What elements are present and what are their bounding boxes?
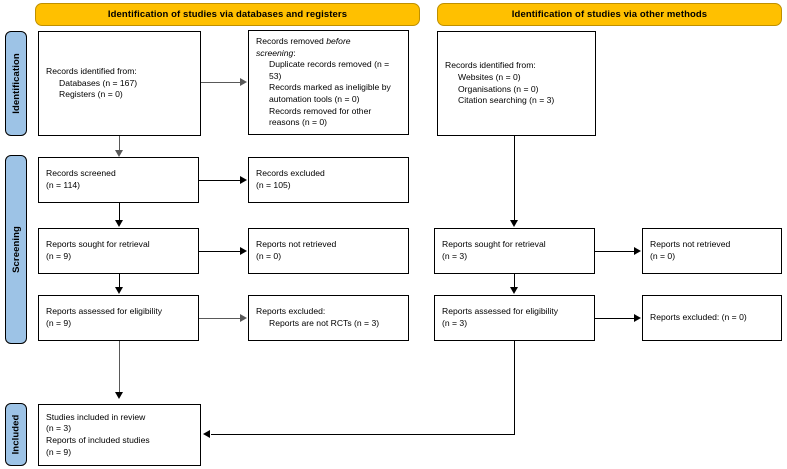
records-identified-citation: Citation searching (n = 3) [458,95,555,106]
connector-assessed-to-excluded-left [199,318,241,320]
reports-not-retrieved-left-label: Reports not retrieved [256,239,337,250]
box-reports-sought-right: Reports sought for retrieval (n = 3) [434,228,595,274]
box-records-screened: Records screened (n = 114) [38,157,199,203]
box-reports-assessed-right: Reports assessed for eligibility (n = 3) [434,295,595,341]
stage-tab-identification-label: Identification [10,53,22,114]
arrow-right-to-included [203,430,210,438]
records-identified-other-line1: Records identified from: [445,60,536,71]
reports-sought-right-label: Reports sought for retrieval [442,239,546,250]
stage-tab-identification: Identification [5,31,27,136]
connector-assessed-to-excluded-right [595,318,635,320]
studies-included-label: Studies included in review [46,411,146,422]
box-reports-not-retrieved-right: Reports not retrieved (n = 0) [642,228,782,274]
reports-not-retrieved-left-count: (n = 0) [256,251,282,261]
records-screened-count: (n = 114) [46,180,80,190]
reports-sought-left-label: Reports sought for retrieval [46,239,150,250]
stage-tab-included-label: Included [10,414,22,455]
reports-assessed-left-label: Reports assessed for eligibility [46,306,163,317]
records-removed-before-italic: before [326,36,351,46]
banner-other-methods-label: Identification of studies via other meth… [511,9,708,20]
reports-sought-right-count: (n = 3) [442,251,468,261]
records-removed-heading-text: Records removed [256,36,327,46]
arrow-assessed-to-included [115,392,123,399]
records-removed-colon: : [293,47,296,58]
reports-excluded-right-label: Reports excluded: (n = 0) [650,312,747,323]
stage-tab-screening-label: Screening [10,226,22,273]
box-reports-sought-left: Reports sought for retrieval (n = 9) [38,228,199,274]
records-removed-duplicates: Duplicate records removed (n = 53) [269,59,392,81]
banner-databases-registers-label: Identification of studies via databases … [107,9,348,20]
connector-identified-to-removed [201,82,241,84]
stage-tab-screening: Screening [5,155,27,344]
arrow-assessed-to-excluded-right [634,314,641,322]
connector-sought-to-assessed-right [514,274,516,288]
reports-not-retrieved-right-label: Reports not retrieved [650,239,731,250]
records-screened-label: Records screened [46,168,116,179]
records-excluded-count: (n = 105) [256,180,291,190]
connector-sought-to-assessed-left [119,274,121,288]
connector-identified-other-to-sought [514,136,516,221]
records-identified-organisations: Organisations (n = 0) [458,83,539,94]
arrow-identified-other-to-sought [510,220,518,227]
reports-included-label: Reports of included studies [46,435,150,445]
arrow-assessed-to-excluded-left [240,314,247,322]
arrow-sought-to-not-retrieved-right [634,247,641,255]
arrow-identified-to-screened [115,150,123,157]
box-records-removed-before-screening: Records removed before screening: Duplic… [248,30,409,135]
arrow-identified-to-removed [240,78,247,86]
box-reports-excluded-right: Reports excluded: (n = 0) [642,295,782,341]
connector-identified-to-screened [119,136,121,151]
box-records-identified-other: Records identified from: Websites (n = 0… [437,31,596,136]
reports-not-retrieved-right-count: (n = 0) [650,251,676,261]
connector-sought-to-not-retrieved-left [199,251,241,253]
connector-screened-to-excluded [199,180,241,182]
reports-assessed-left-count: (n = 9) [46,318,72,328]
box-reports-excluded-left: Reports excluded: Reports are not RCTs (… [248,295,409,341]
stage-tab-included: Included [5,403,27,466]
studies-included-count: (n = 3) [46,423,72,434]
arrow-sought-to-assessed-right [510,287,518,294]
records-removed-automation: Records marked as ineligible by automati… [269,82,394,104]
arrow-sought-to-not-retrieved-left [240,247,247,255]
box-reports-assessed-left: Reports assessed for eligibility (n = 9) [38,295,199,341]
records-removed-other: Records removed for other reasons (n = 0… [269,105,374,128]
records-removed-heading-2: screening: [256,48,401,60]
arrow-screened-to-excluded [240,176,247,184]
records-excluded-label: Records excluded [256,168,325,179]
connector-screened-to-sought [119,203,121,221]
connector-right-assessed-down [514,341,516,435]
reports-assessed-right-count: (n = 3) [442,318,468,328]
box-studies-included: Studies included in review (n = 3) Repor… [38,404,201,466]
records-removed-screening-italic: screening [256,47,294,58]
reports-excluded-left-label: Reports excluded: [256,306,326,317]
reports-assessed-right-label: Reports assessed for eligibility [442,306,559,317]
records-identified-line1: Records identified from: [46,66,137,77]
records-removed-heading: Records removed before [256,36,401,48]
connector-sought-to-not-retrieved-right [595,251,635,253]
arrow-sought-to-assessed-left [115,287,123,294]
box-reports-not-retrieved-left: Reports not retrieved (n = 0) [248,228,409,274]
reports-excluded-left-reason: Reports are not RCTs (n = 3) [269,318,380,328]
box-records-identified-databases: Records identified from: Databases (n = … [38,31,201,136]
connector-right-to-included [211,434,515,436]
box-records-excluded: Records excluded (n = 105) [248,157,409,203]
connector-assessed-to-included [119,341,121,393]
records-identified-websites: Websites (n = 0) [458,71,521,82]
banner-databases-registers: Identification of studies via databases … [35,3,420,26]
records-identified-registers: Registers (n = 0) [59,89,123,100]
reports-included-count: (n = 9) [46,446,72,457]
banner-other-methods: Identification of studies via other meth… [437,3,782,26]
arrow-screened-to-sought [115,220,123,227]
reports-sought-left-count: (n = 9) [46,251,72,261]
records-identified-databases: Databases (n = 167) [59,77,138,88]
